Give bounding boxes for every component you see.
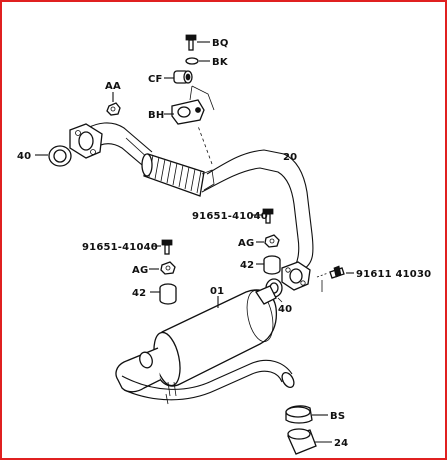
nut-ag-left [160,261,176,275]
label-cf: CF [148,74,163,85]
label-bolt-left: 91651-41040 [82,242,158,253]
label-bs: BS [330,411,345,422]
label-40-right: 40 [278,304,292,315]
gasket-left [48,145,72,167]
label-01: 01 [210,286,224,297]
front-exhaust-pipe [69,122,314,291]
bolt-right [329,265,345,279]
bolt-upper [262,208,274,224]
spring-42-right [263,255,281,275]
label-bh: BH [148,110,164,121]
label-ag-right: AG [238,238,254,249]
label-bk: BK [212,57,229,68]
hanger-bs [285,405,313,424]
label-ag-left: AG [132,265,148,276]
muffler [115,285,295,405]
label-42-left: 42 [132,288,146,299]
washer-bk [185,57,199,65]
label-bq: BQ [212,38,229,49]
bolt-bq [185,34,197,51]
hanger-24 [287,428,317,455]
collar-cf [173,70,193,84]
label-aa: AA [105,81,121,92]
flex-bellows [141,153,205,197]
label-bolt-right: 91611 41030 [356,269,431,280]
label-bolt-upper: 91651-41040 [192,211,268,222]
label-24: 24 [334,438,348,449]
label-40-left: 40 [17,151,31,162]
spring-42-left [159,283,177,305]
nut-aa [106,102,121,116]
nut-ag-right [264,234,280,248]
hanger-bh [171,85,205,125]
bolt-left [161,239,173,255]
label-20: 20 [283,152,297,163]
label-42-right: 42 [240,260,254,271]
